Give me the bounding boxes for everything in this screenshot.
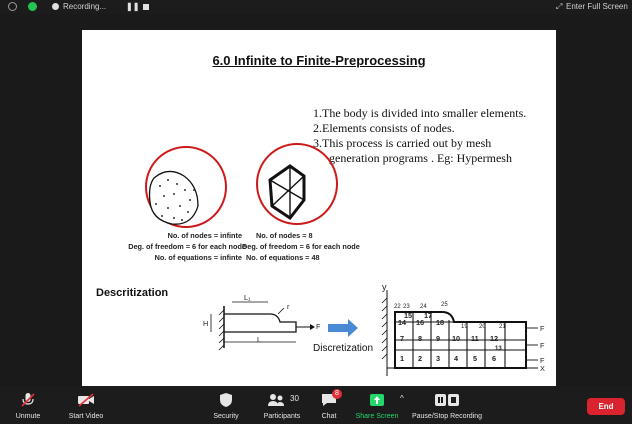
shield-icon	[220, 393, 232, 407]
caption-line: Deg. of freedom = 6 for each node	[242, 242, 360, 251]
element-number: 11	[471, 334, 479, 343]
caption-line: No. of equations = infinte	[154, 253, 242, 262]
security-button[interactable]: Security	[206, 386, 246, 424]
unmute-button[interactable]: Unmute	[8, 386, 48, 424]
mesh-circle	[256, 143, 338, 225]
meeting-toolbar: Unmute Start Video Security 30 Participa…	[0, 386, 632, 424]
bullet-item: 3.This process is carried out by mesh	[313, 136, 492, 150]
element-number: 1	[400, 354, 405, 363]
participants-count: 30	[290, 394, 299, 403]
mesh-diagram	[381, 290, 538, 376]
node-number: 24	[420, 304, 427, 310]
participants-label: Participants	[263, 413, 301, 420]
discretization-arrow	[328, 319, 358, 337]
mesh-force-f: F	[540, 356, 545, 365]
end-meeting-button[interactable]: End	[587, 398, 625, 415]
discretization-label: Discretization	[313, 343, 374, 354]
element-number: 3	[436, 354, 441, 363]
fullscreen-button[interactable]: Enter Full Screen	[566, 2, 628, 11]
bullet-item: 2.Elements consists of nodes.	[313, 121, 455, 135]
muted-microphone-icon	[21, 393, 35, 407]
caption-line: No. of equations = 48	[246, 253, 320, 262]
continuum-body	[148, 170, 199, 225]
video-off-icon	[78, 393, 94, 407]
beam-label-l1: L₁	[244, 293, 251, 302]
element-number: 7	[400, 334, 405, 343]
element-number: 10	[452, 334, 461, 343]
element-number: 2	[418, 354, 423, 363]
beam-label-l: L	[257, 335, 262, 344]
chat-label: Chat	[321, 413, 337, 420]
share-options-chevron-icon[interactable]: ^	[400, 394, 404, 403]
node-number: 22	[394, 304, 401, 310]
element-number: 9	[436, 334, 441, 343]
participants-button[interactable]: 30 Participants	[256, 386, 308, 424]
security-shield-icon[interactable]	[28, 2, 37, 11]
shared-slide: 6.0 Infinite to Finite-Preprocessing 1.T…	[82, 30, 556, 386]
pause-stop-icon	[435, 394, 459, 406]
node-number: 23	[403, 304, 410, 310]
chat-badge: 8	[332, 389, 342, 399]
bullet-item: generation programs . Eg: Hypermesh	[329, 151, 512, 165]
node-number: 20	[479, 324, 486, 330]
mesh-force-f: F	[540, 324, 545, 333]
continuum-circle	[145, 146, 227, 228]
element-number: 16	[416, 318, 425, 327]
pause-stop-recording-button[interactable]: Pause/Stop Recording	[412, 386, 482, 424]
meeting-top-bar: Recording... ❚❚ ⤢ Enter Full Screen	[0, 0, 632, 14]
caption-line: No. of nodes = 8	[256, 231, 313, 240]
continuum-caption: No. of nodes = infinte Deg. of freedom =…	[100, 230, 246, 263]
element-number: 12	[490, 334, 499, 343]
fullscreen-icon[interactable]: ⤢	[556, 2, 563, 11]
slide-title: 6.0 Infinite to Finite-Preprocessing	[212, 53, 426, 68]
caption-line: Deg. of freedom = 6 for each node	[128, 242, 246, 251]
element-number: 14	[398, 318, 407, 327]
beam-label-f: F	[316, 322, 321, 331]
recording-label: Recording...	[63, 2, 107, 11]
chat-button[interactable]: 8 Chat	[314, 386, 344, 424]
node-number: 25	[441, 302, 448, 308]
pause-recording-icon[interactable]: ❚❚	[126, 2, 140, 11]
element-number: 15	[404, 311, 413, 320]
mesh-force-f: F	[540, 341, 545, 350]
element-number: 18	[436, 318, 445, 327]
mesh-caption: No. of nodes = 8 Deg. of freedom = 6 for…	[242, 230, 360, 263]
element-number: 17	[424, 311, 433, 320]
share-screen-button[interactable]: Share Screen	[352, 386, 402, 424]
share-screen-icon	[370, 394, 384, 406]
node-number: 21	[499, 324, 506, 330]
caption-line: No. of nodes = infinte	[167, 231, 242, 240]
element-number: 5	[473, 354, 478, 363]
bullet-list: 1.The body is divided into smaller eleme…	[313, 106, 553, 166]
node-number: 19	[461, 324, 468, 330]
unmute-label: Unmute	[15, 413, 41, 420]
beam-diagram	[210, 301, 358, 351]
participants-icon	[268, 394, 284, 406]
element-number: 4	[454, 354, 459, 363]
element-number: 8	[418, 334, 423, 343]
section-label: Descritization	[96, 287, 169, 299]
mesh-axis-y: y	[382, 282, 387, 292]
continuum-diagram	[145, 143, 338, 228]
security-label: Security	[213, 413, 239, 420]
bullet-item: 1.The body is divided into smaller eleme…	[313, 106, 527, 120]
info-icon[interactable]	[8, 2, 17, 11]
element-number: 13	[495, 346, 502, 352]
beam-label-r: r	[287, 302, 290, 311]
pause-stop-recording-label: Pause/Stop Recording	[411, 413, 483, 420]
continuum-dots	[155, 179, 195, 221]
element-number: 6	[492, 354, 497, 363]
start-video-button[interactable]: Start Video	[58, 386, 114, 424]
beam-label-h: H	[203, 319, 209, 328]
start-video-label: Start Video	[68, 413, 104, 420]
stop-recording-icon[interactable]	[143, 0, 149, 14]
share-screen-label: Share Screen	[355, 413, 399, 420]
recording-indicator-icon	[52, 3, 59, 10]
mesh-axis-x: X	[540, 364, 545, 373]
